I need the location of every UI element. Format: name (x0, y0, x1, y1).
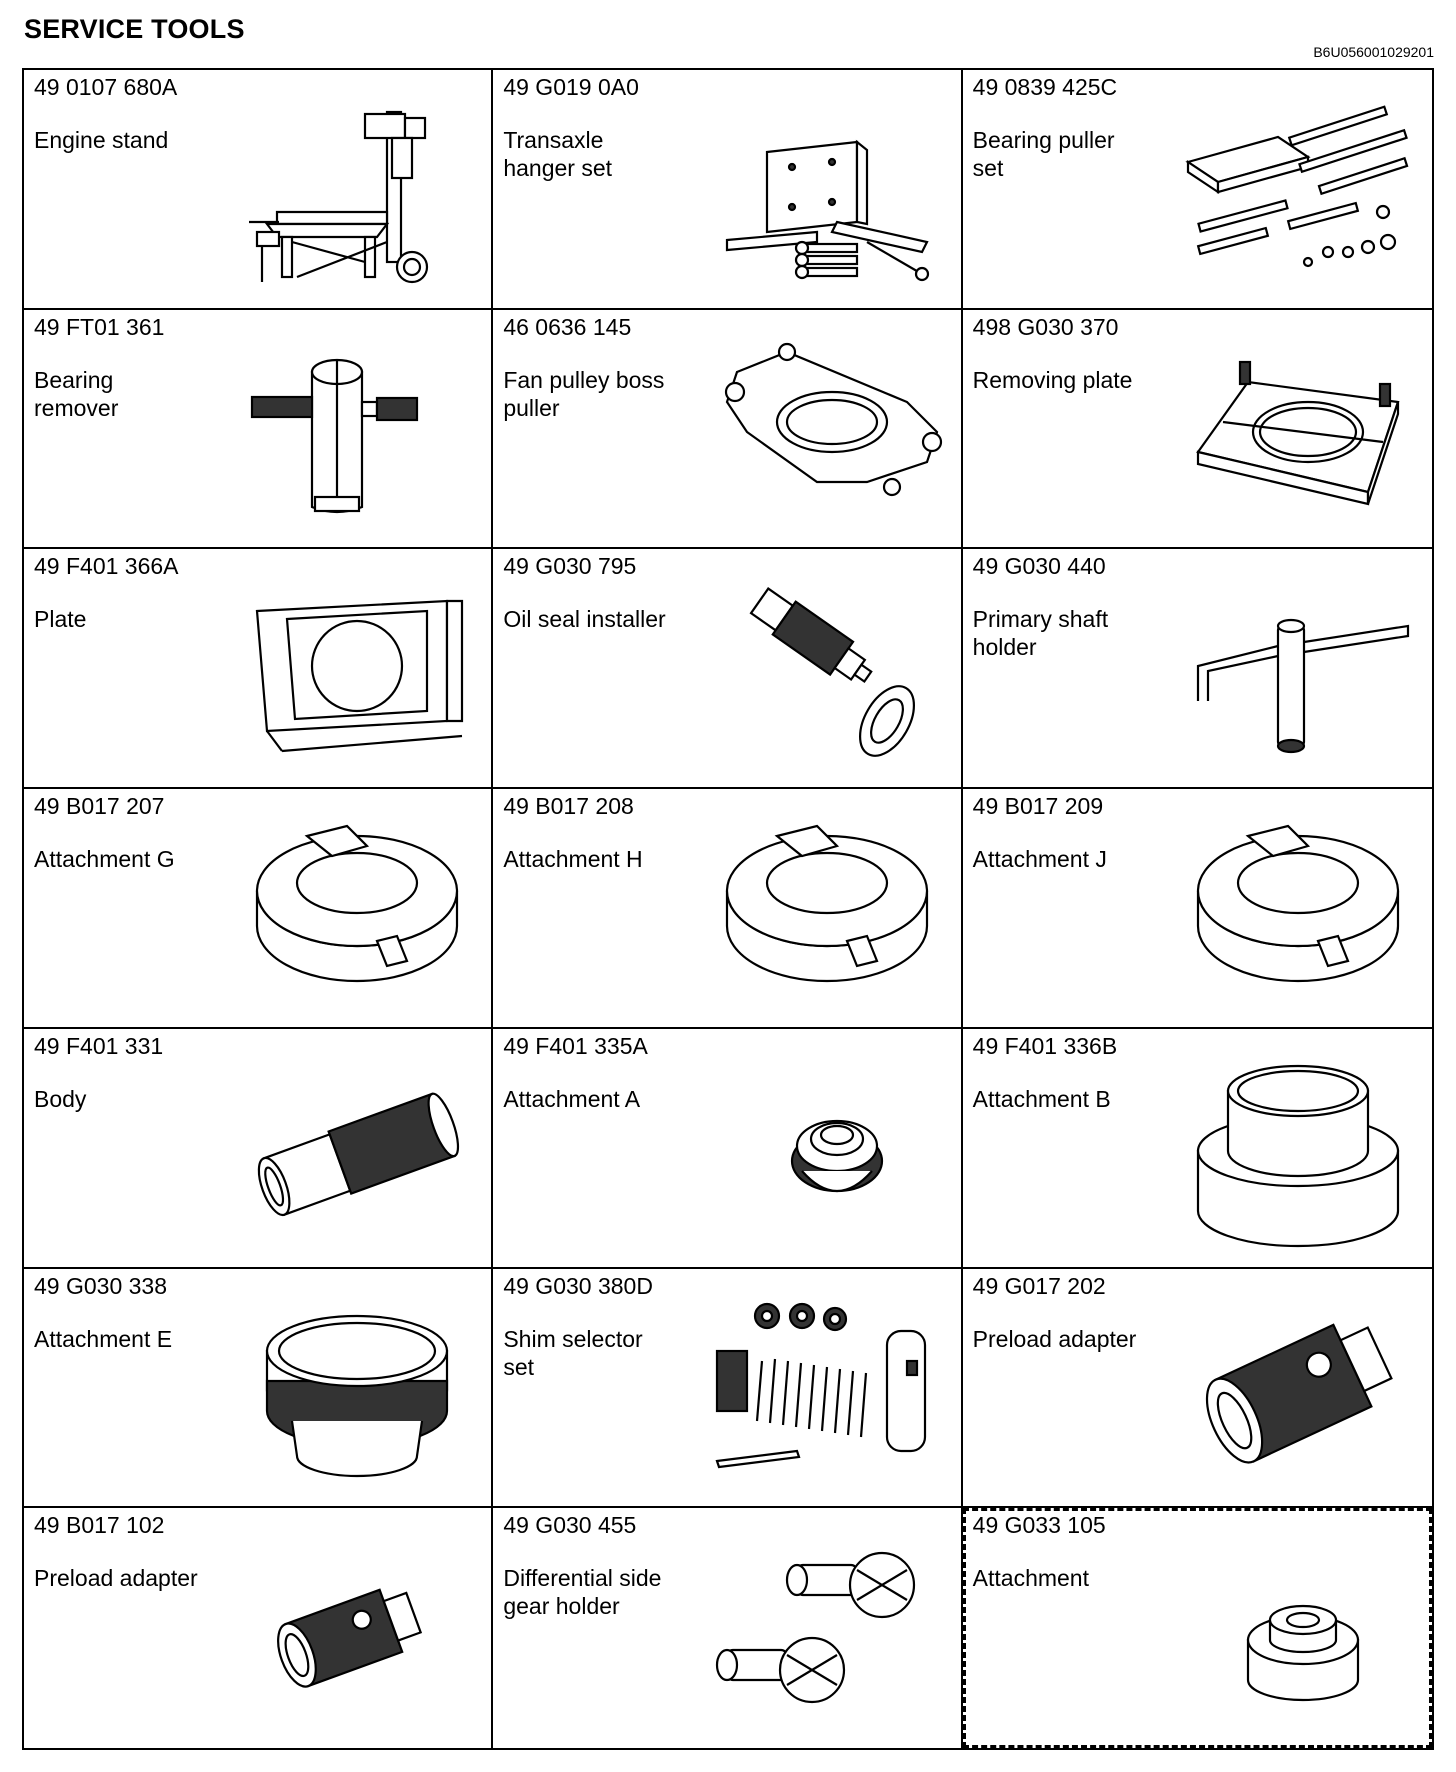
split-ring-icon (707, 811, 947, 1011)
tool-part-number: 49 G030 338 (34, 1272, 168, 1299)
tool-name: Primary shaft holder (972, 606, 1109, 661)
tool-part-number: 49 0107 680A (34, 74, 178, 100)
tool-part-number: 49 G030 455 (503, 1512, 637, 1539)
tool-name: Body (34, 1085, 87, 1112)
body-tube-icon (237, 1051, 477, 1251)
tool-part-number: 49 G030 380D (503, 1272, 653, 1299)
tool-name: Attachment G (34, 846, 175, 873)
gear-holder-icon (707, 1530, 947, 1730)
tool-part-number: 49 B017 209 (972, 793, 1104, 820)
knurled-ring-icon (237, 1291, 477, 1491)
tool-name: Preload adapter (972, 1325, 1137, 1352)
tool-part-number: 49 FT01 361 (34, 313, 165, 340)
puller-set-icon (1178, 92, 1418, 292)
page-title: SERVICE TOOLS (24, 14, 245, 44)
tool-name: Oil seal installer (503, 606, 666, 633)
tool-part-number: 49 G030 795 (503, 553, 637, 580)
shim-selector-icon (707, 1291, 947, 1491)
tool-part-number: 49 G017 202 (972, 1272, 1106, 1299)
tool-part-number: 46 0636 145 (503, 313, 632, 340)
tool-name: Fan pulley boss puller (503, 366, 665, 421)
removing-plate-icon (1178, 332, 1418, 532)
tool-part-number: 49 F401 336B (972, 1032, 1118, 1059)
split-ring-icon (237, 811, 477, 1011)
tool-part-number: 49 0839 425C (972, 74, 1118, 100)
tool-cell: 49 F401 335A Attachment A (493, 1028, 963, 1269)
tool-name: Attachment B (972, 1085, 1111, 1112)
bearing-remover-icon (237, 332, 477, 532)
tool-part-number: 49 F401 366A (34, 553, 179, 580)
tool-name: Plate (34, 606, 87, 633)
tool-part-number: 49 G019 0A0 (503, 74, 639, 100)
shaft-holder-icon (1178, 571, 1418, 771)
tool-cell: 49 0107 680A Engine stand (24, 70, 494, 310)
tool-name: Bearing remover (34, 366, 119, 421)
tool-part-number: 49 B017 207 (34, 793, 165, 820)
seal-installer-icon (707, 571, 947, 771)
document-id: B6U056001029201 (1313, 44, 1434, 60)
large-attachment-icon (1178, 1051, 1418, 1251)
tool-name: Transaxle hanger set (503, 127, 613, 181)
tool-name: Engine stand (34, 127, 169, 153)
tool-part-number: 49 F401 331 (34, 1032, 164, 1059)
tool-name: Preload adapter (34, 1565, 198, 1592)
tool-part-number: 49 B017 102 (34, 1512, 165, 1539)
tool-cell: 49 G030 380D Shim selector set (493, 1268, 963, 1509)
tool-name: Attachment A (503, 1085, 641, 1112)
preload-adapter-small-icon (237, 1530, 477, 1730)
tool-cell: 49 F401 336B Attachment B (962, 1029, 1432, 1269)
tool-part-number: 498 G030 370 (972, 313, 1119, 340)
tool-part-number: 49 B017 208 (503, 793, 634, 820)
engine-stand-icon (237, 92, 477, 292)
tool-name: Attachment E (34, 1325, 173, 1352)
tool-part-number: 49 G033 105 (972, 1512, 1106, 1539)
boss-puller-icon (707, 332, 947, 532)
tool-cell: 49 0839 425C Bearing puller set (962, 70, 1432, 310)
tool-part-number: 49 G030 440 (972, 553, 1106, 580)
split-ring-icon (1178, 811, 1418, 1011)
tool-part-number: 49 F401 335A (503, 1032, 648, 1059)
cap-attachment-icon (1178, 1530, 1418, 1730)
tool-name: Attachment H (503, 846, 643, 873)
tool-name: Removing plate (972, 366, 1133, 393)
tool-name: Differential side gear holder (503, 1565, 662, 1620)
tool-name: Bearing puller set (972, 127, 1115, 181)
hanger-set-icon (707, 92, 947, 292)
plate-icon (237, 571, 477, 771)
preload-adapter-icon (1178, 1291, 1418, 1491)
tool-name: Shim selector set (503, 1325, 643, 1380)
tool-name: Attachment J (972, 846, 1107, 873)
small-attachment-icon (707, 1051, 947, 1251)
tool-name: Attachment (972, 1565, 1089, 1592)
tool-cell: 49 F401 366A Plate (24, 549, 494, 790)
